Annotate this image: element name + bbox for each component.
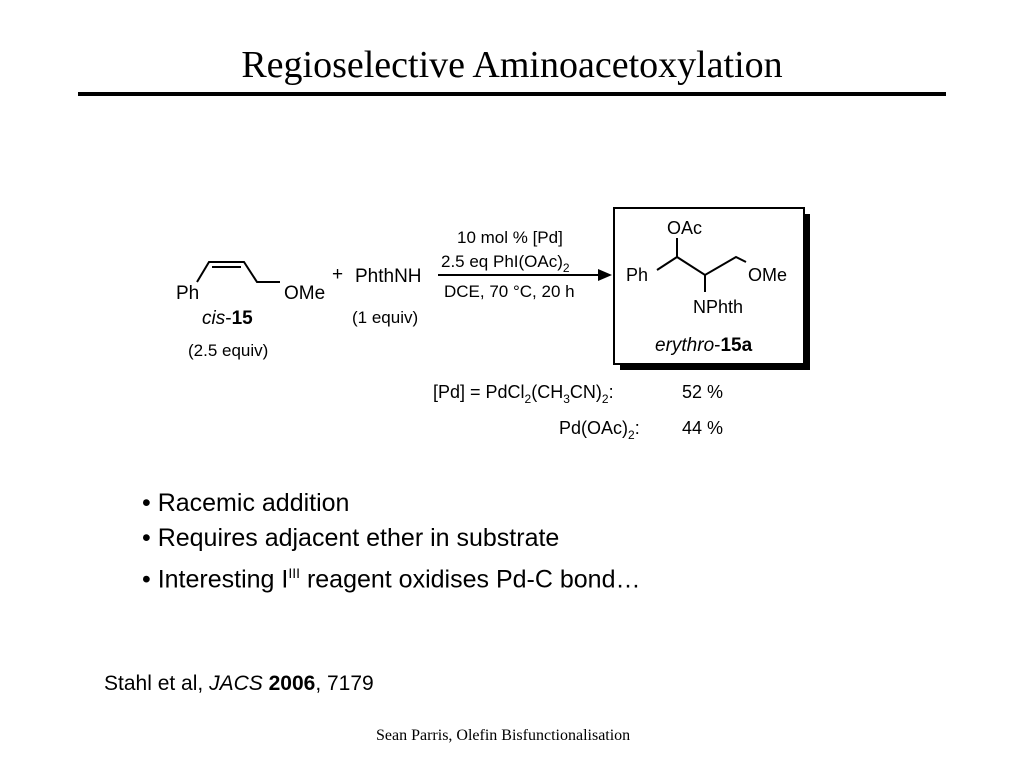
- product-compound-label: erythro-15a: [655, 335, 753, 356]
- yield-value-1: 52 %: [682, 382, 723, 402]
- yield-value-2: 44 %: [682, 418, 723, 438]
- substrate-compound-label: cis-15: [202, 308, 253, 329]
- product-ph-label: Ph: [626, 265, 648, 285]
- product-ome-label: OMe: [748, 265, 787, 285]
- conditions-solvent-temp-time: DCE, 70 °C, 20 h: [444, 282, 575, 301]
- plus-sign: +: [332, 264, 343, 285]
- bullet-item: • Racemic addition: [142, 489, 350, 517]
- conditions-oxidant: 2.5 eq PhI(OAc)2: [441, 252, 570, 275]
- reagent-name: PhthNH: [355, 266, 422, 287]
- product-structure: OAc Ph OMe NPhth erythro-15a: [626, 218, 787, 356]
- product-oac-label: OAc: [667, 218, 702, 238]
- bullet-list: • Racemic addition • Requires adjacent e…: [142, 486, 640, 597]
- reagent-amount: (1 equiv): [352, 308, 418, 327]
- substrate-ome-label: OMe: [284, 283, 325, 304]
- citation: Stahl et al, JACS 2006, 7179: [104, 672, 374, 695]
- slide-title: Regioselective Aminoacetoxylation: [241, 44, 783, 86]
- product-nphth-label: NPhth: [693, 297, 743, 317]
- substrate-skeleton-bonds: [196, 261, 280, 283]
- slide-footer: Sean Parris, Olefin Bisfunctionalisation: [376, 727, 631, 744]
- substrate-structure: Ph OMe cis-15 (2.5 equiv): [176, 261, 325, 360]
- reaction-arrow-head: [598, 269, 612, 281]
- substrate-ph-label: Ph: [176, 283, 199, 304]
- title-underline: [78, 92, 946, 96]
- substrate-amount: (2.5 equiv): [188, 341, 268, 360]
- yield-catalyst-2: Pd(OAc)2:: [559, 418, 640, 442]
- product-box: [613, 207, 805, 365]
- conditions-catalyst: 10 mol % [Pd]: [457, 228, 563, 247]
- bullet-item: • Requires adjacent ether in substrate: [142, 524, 560, 552]
- bullet-item: • Interesting IIII reagent oxidises Pd-C…: [142, 565, 641, 594]
- yield-catalyst-1: [Pd] = PdCl2(CH3CN)2:: [433, 382, 614, 406]
